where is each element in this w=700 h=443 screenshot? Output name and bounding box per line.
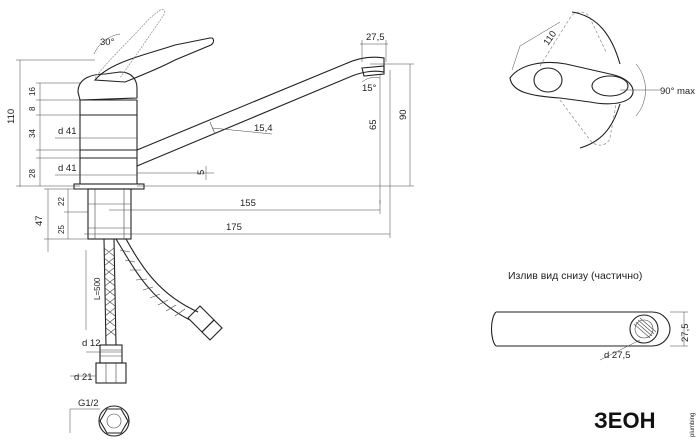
label-bottom-dia: d 27,5	[604, 350, 630, 361]
label-bottom-height: 27,5	[680, 324, 691, 343]
label-h8: 8	[28, 106, 37, 111]
bottom-view-caption: Излив вид снизу (частично)	[508, 270, 642, 282]
bottom-view: Излив вид снизу (частично) 27,5 d 27,5	[490, 270, 691, 361]
label-gap: 5	[196, 170, 207, 175]
label-h25: 25	[57, 225, 66, 234]
faucet-body	[73, 9, 215, 240]
label-spout-angle: 15°	[362, 83, 377, 94]
label-outlet-height: 90	[398, 109, 409, 120]
label-length: 175	[226, 222, 242, 233]
label-thread: G1/2	[78, 398, 99, 409]
dimension-labels: 30° 110 16 8 34 28 d 41 d 41 47 22 25 27…	[6, 32, 409, 409]
label-spout-dia: 15,4	[254, 123, 273, 134]
label-d41-bottom: d 41	[58, 163, 77, 174]
label-h28: 28	[28, 169, 37, 178]
label-nut-dia: d 21	[74, 372, 93, 383]
label-total-height: 110	[6, 109, 17, 124]
brand-logo-text: ЗЕОН	[594, 408, 655, 433]
label-h16: 16	[28, 87, 37, 96]
label-spout-tip: 27,5	[366, 32, 385, 43]
hoses	[95, 238, 223, 437]
brand-logo: ЗЕОН plumbing	[594, 408, 696, 437]
label-rotation: 90° max	[660, 86, 695, 97]
label-hose-length: L=500	[93, 277, 102, 300]
top-view: 110 90° max	[509, 11, 695, 149]
label-d41-top: d 41	[58, 126, 77, 137]
label-hose-dia: d 12	[82, 338, 101, 349]
label-h22: 22	[57, 197, 66, 206]
label-h34: 34	[28, 129, 37, 138]
brand-logo-sub: plumbing	[690, 413, 696, 437]
dimension-lines	[16, 33, 414, 433]
label-h47: 47	[34, 215, 45, 226]
label-spout-height: 65	[368, 119, 379, 130]
label-handle-angle: 30°	[100, 37, 115, 48]
label-reach: 155	[240, 198, 256, 209]
spout	[136, 56, 385, 167]
